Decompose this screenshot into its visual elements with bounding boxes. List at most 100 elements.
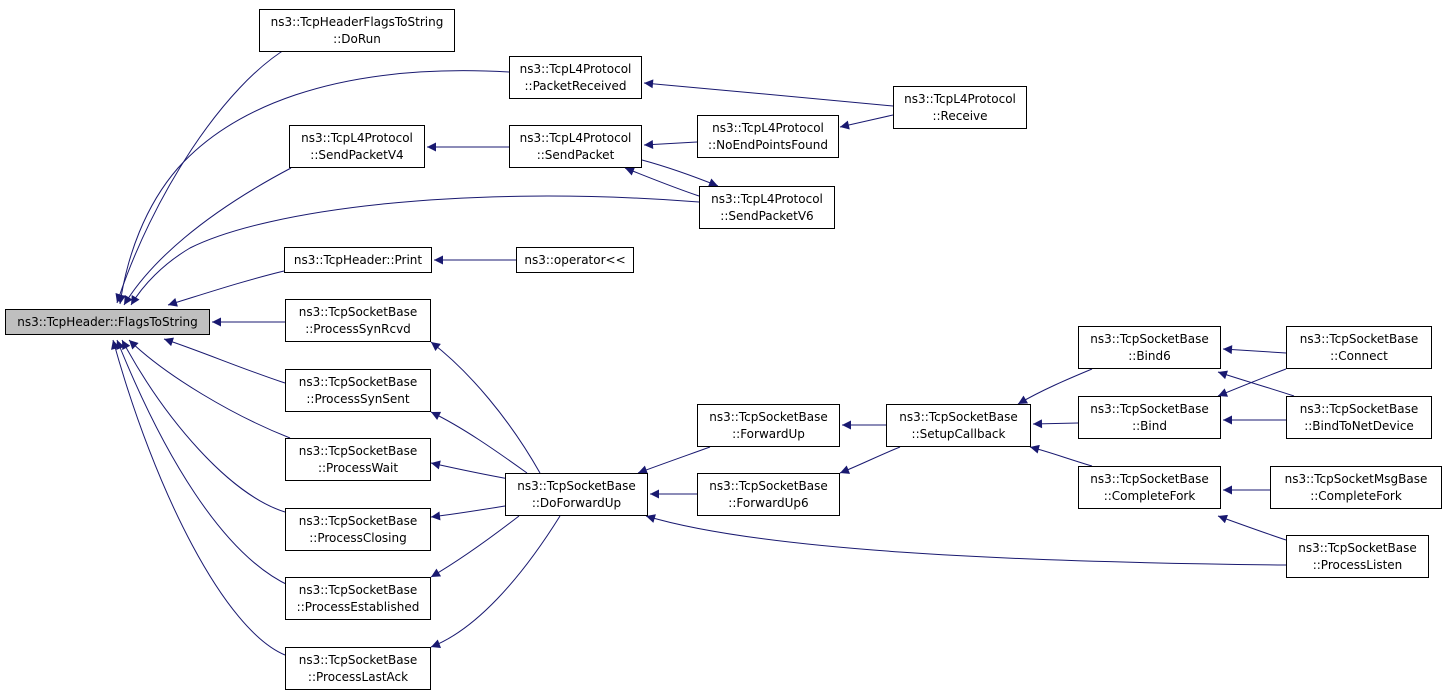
node-receive[interactable]: ns3::TcpL4Protocol::Receive <box>893 86 1027 129</box>
edge-print-to-root <box>167 270 285 307</box>
node-label: ns3::TcpL4Protocol <box>519 61 632 76</box>
edge-receive-to-noend <box>839 114 894 130</box>
edge-doforward-to-wait <box>430 460 516 481</box>
edge-completefork-to-setupcb <box>1029 444 1093 467</box>
node-label: ns3::TcpSocketBase <box>709 478 828 493</box>
edge-doforward-to-lastack <box>430 515 561 648</box>
node-label: ::SetupCallback <box>911 426 1006 441</box>
edge-dorun-to-root <box>115 46 290 304</box>
node-root: ns3::TcpHeader::FlagsToString <box>5 309 210 335</box>
edge-sendv4-to-root <box>123 167 292 306</box>
node-label: ::PacketReceived <box>524 78 627 93</box>
edge-closing-to-root <box>121 339 286 513</box>
node-label: ::Bind6 <box>1128 348 1171 363</box>
node-lastack[interactable]: ns3::TcpSocketBase::ProcessLastAck <box>285 647 431 690</box>
edge-connect-to-bind6 <box>1222 345 1287 355</box>
node-label: ::DoForwardUp <box>531 495 622 510</box>
edge-established-to-root <box>116 339 291 587</box>
edge-noend-to-sendpkt <box>643 139 698 149</box>
node-operator[interactable]: ns3::operator<< <box>516 247 634 273</box>
edge-bind6-to-setupcb <box>1017 368 1093 405</box>
edge-connect-to-bind <box>1217 368 1287 397</box>
node-msgfork[interactable]: ns3::TcpSocketMsgBase::CompleteFork <box>1270 466 1442 509</box>
node-label: ns3::TcpSocketBase <box>298 374 418 389</box>
edge-bind-to-setupcb <box>1032 419 1079 429</box>
node-sendpkt[interactable]: ns3::TcpL4Protocol::SendPacket <box>509 125 642 168</box>
node-label: ns3::TcpSocketBase <box>1090 331 1209 346</box>
node-print[interactable]: ns3::TcpHeader::Print <box>284 247 432 273</box>
node-sendv4[interactable]: ns3::TcpL4Protocol::SendPacketV4 <box>289 125 425 168</box>
edge-lastack-to-root <box>111 339 286 656</box>
node-connect[interactable]: ns3::TcpSocketBase::Connect <box>1286 326 1432 369</box>
node-label: ns3::TcpSocketBase <box>298 443 418 458</box>
node-synrcvd[interactable]: ns3::TcpSocketBase::ProcessSynRcvd <box>285 299 431 342</box>
node-label: ::ProcessSynSent <box>306 391 410 406</box>
node-label: ns3::operator<< <box>524 252 626 267</box>
node-label: ::CompleteFork <box>1310 488 1402 503</box>
node-label: ::Connect <box>1330 348 1388 363</box>
node-label: ns3::TcpSocketMsgBase <box>1284 471 1428 486</box>
edge-pktrecv-to-root <box>116 70 510 305</box>
edge-synsent-to-root <box>163 337 286 384</box>
edge-sendpkt-to-sendv6 <box>641 159 719 187</box>
edge-layer <box>111 46 1295 656</box>
node-label: ::CompleteFork <box>1103 488 1196 503</box>
node-label: ns3::TcpSocketBase <box>1090 401 1209 416</box>
node-label: ns3::TcpSocketBase <box>298 513 418 528</box>
node-label: ns3::TcpSocketBase <box>298 652 418 667</box>
node-sendv6[interactable]: ns3::TcpL4Protocol::SendPacketV6 <box>699 186 835 229</box>
node-label: ::ProcessEstablished <box>296 599 420 614</box>
node-label: ns3::TcpHeader::Print <box>293 252 423 267</box>
node-label: ::SendPacket <box>536 147 615 162</box>
node-label: ns3::TcpSocketBase <box>709 409 828 424</box>
node-label: ns3::TcpSocketBase <box>298 304 418 319</box>
node-completefork[interactable]: ns3::TcpSocketBase::CompleteFork <box>1078 466 1221 509</box>
node-bindnet[interactable]: ns3::TcpSocketBase::BindToNetDevice <box>1286 396 1432 439</box>
node-label: ns3::TcpL4Protocol <box>301 130 413 145</box>
edge-forwardup-to-doforward <box>637 446 711 475</box>
edge-receive-to-pktrecv <box>643 79 894 107</box>
node-label: ::NoEndPointsFound <box>708 137 828 152</box>
node-label: ::Bind <box>1132 418 1167 433</box>
edge-listen-to-doforward <box>645 514 1287 566</box>
node-label: ns3::TcpSocketBase <box>1090 471 1209 486</box>
node-label: ns3::TcpSocketBase <box>1298 540 1417 555</box>
node-label: ns3::TcpL4Protocol <box>711 191 823 206</box>
node-label: ::ProcessLastAck <box>307 669 409 684</box>
node-label: ::SendPacketV4 <box>310 147 404 162</box>
edge-listen-to-completefork <box>1217 514 1287 541</box>
node-label: ns3::TcpL4Protocol <box>904 91 1016 106</box>
node-bind6[interactable]: ns3::TcpSocketBase::Bind6 <box>1078 326 1221 369</box>
node-pktrecv[interactable]: ns3::TcpL4Protocol::PacketReceived <box>509 56 642 99</box>
node-forwardup[interactable]: ns3::TcpSocketBase::ForwardUp <box>697 404 840 447</box>
edge-wait-to-root <box>128 339 291 439</box>
node-label: ns3::TcpHeader::FlagsToString <box>17 314 198 329</box>
node-label: ::SendPacketV6 <box>720 208 814 223</box>
node-listen[interactable]: ns3::TcpSocketBase::ProcessListen <box>1286 535 1429 578</box>
node-forwardup6[interactable]: ns3::TcpSocketBase::ForwardUp6 <box>697 473 840 516</box>
node-synsent[interactable]: ns3::TcpSocketBase::ProcessSynSent <box>285 369 431 412</box>
node-label: ns3::TcpSocketBase <box>899 409 1018 424</box>
node-label: ns3::TcpL4Protocol <box>519 130 632 145</box>
node-setupcb[interactable]: ns3::TcpSocketBase::SetupCallback <box>886 404 1031 447</box>
edge-doforward-to-synsent <box>430 411 528 474</box>
node-label: ::BindToNetDevice <box>1304 418 1414 433</box>
node-doforward[interactable]: ns3::TcpSocketBase::DoForwardUp <box>505 473 648 516</box>
node-label: ns3::TcpL4Protocol <box>712 120 824 135</box>
node-bind[interactable]: ns3::TcpSocketBase::Bind <box>1078 396 1221 439</box>
node-dorun[interactable]: ns3::TcpHeaderFlagsToString::DoRun <box>259 9 455 52</box>
node-noend[interactable]: ns3::TcpL4Protocol::NoEndPointsFound <box>697 115 839 158</box>
node-closing[interactable]: ns3::TcpSocketBase::ProcessClosing <box>285 508 431 551</box>
edge-doforward-to-closing <box>430 505 506 521</box>
node-label: ::ProcessListen <box>1312 557 1403 572</box>
edge-setupcb-to-forwardup6 <box>839 446 901 474</box>
node-label: ::Receive <box>932 108 988 123</box>
node-label: ns3::TcpSocketBase <box>1299 331 1419 346</box>
edge-bindnet-to-bind6 <box>1217 370 1295 397</box>
node-label: ns3::TcpSocketBase <box>1299 401 1419 416</box>
node-established[interactable]: ns3::TcpSocketBase::ProcessEstablished <box>285 577 431 620</box>
node-wait[interactable]: ns3::TcpSocketBase::ProcessWait <box>285 438 431 481</box>
node-label: ::ProcessClosing <box>309 530 407 545</box>
edge-doforward-to-synrcvd <box>430 341 541 474</box>
